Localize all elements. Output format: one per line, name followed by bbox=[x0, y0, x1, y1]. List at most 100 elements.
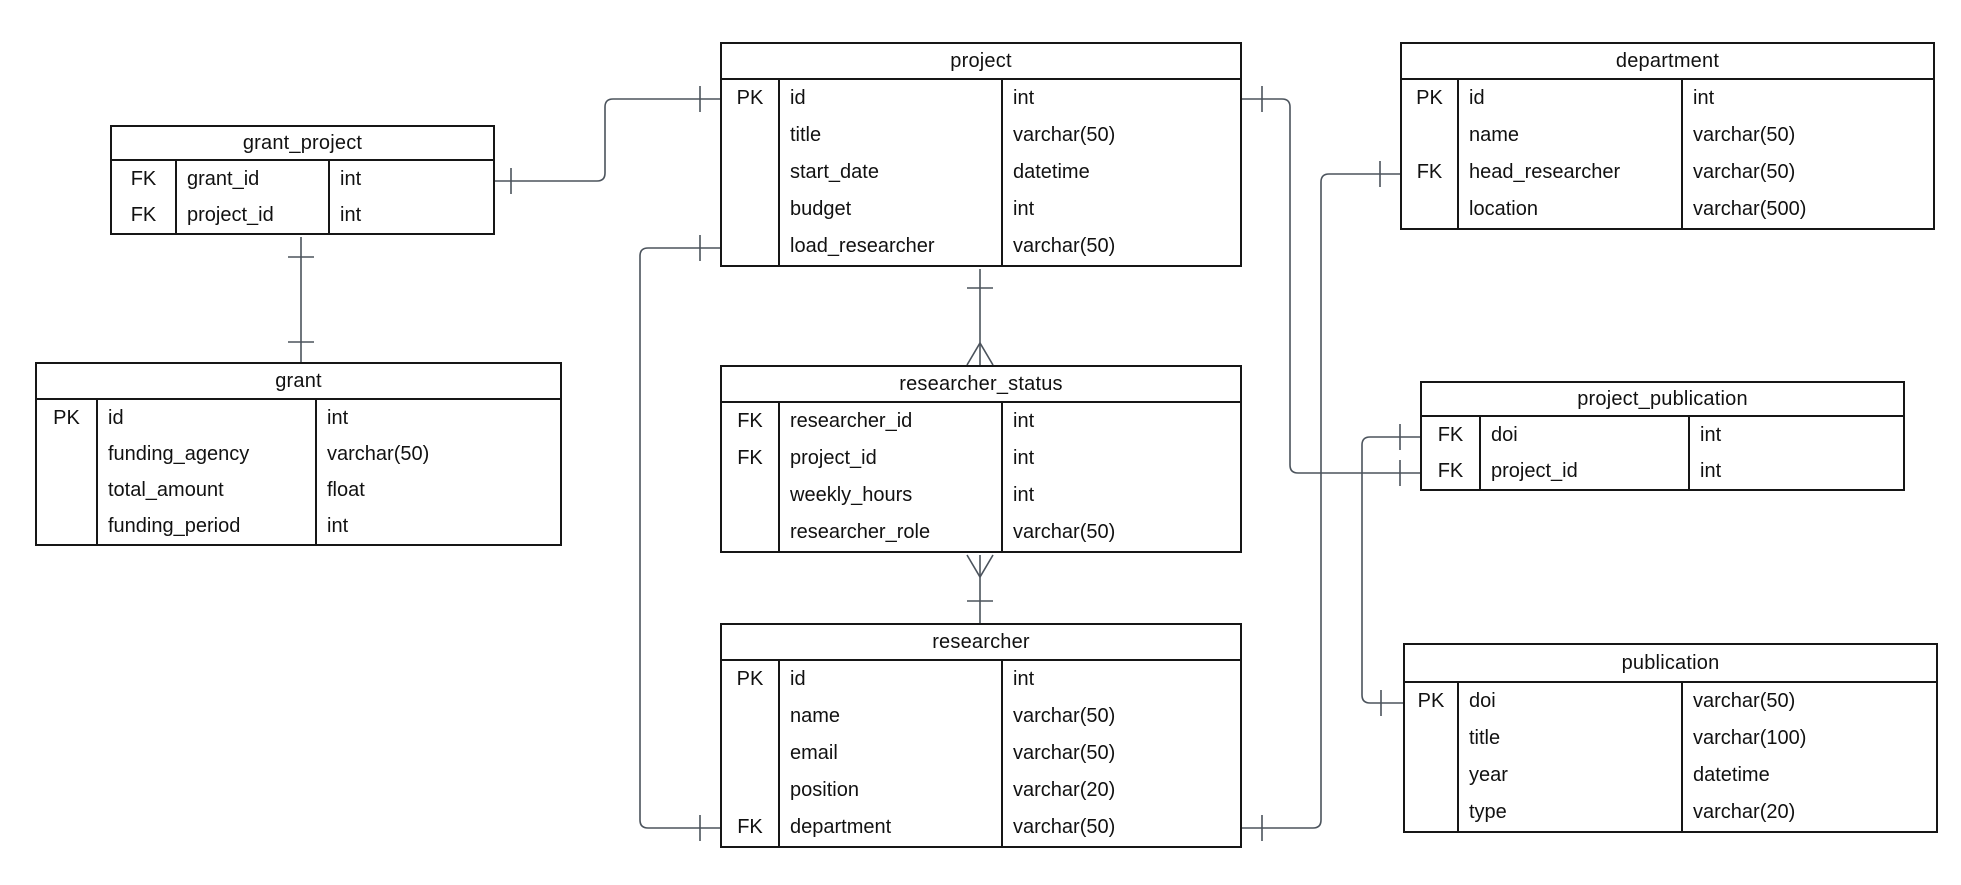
column-name: doi bbox=[1481, 417, 1690, 453]
column-name: funding_agency bbox=[98, 436, 317, 472]
key-badge: FK bbox=[112, 161, 177, 197]
table-row: position varchar(20) bbox=[722, 772, 1240, 809]
column-type: varchar(50) bbox=[1693, 690, 1796, 712]
column-type: varchar(100) bbox=[1693, 727, 1807, 749]
key-badge bbox=[722, 698, 780, 735]
table-title: project_publication bbox=[1422, 383, 1903, 417]
column-type: int bbox=[1013, 410, 1035, 432]
key-badge bbox=[1405, 757, 1459, 794]
column-name: id bbox=[780, 661, 1003, 698]
column-name: name bbox=[1459, 117, 1683, 154]
column-type: int bbox=[327, 514, 349, 537]
column-type: int bbox=[340, 203, 362, 226]
column-type: int bbox=[1013, 198, 1035, 220]
column-type: varchar(50) bbox=[1013, 521, 1116, 543]
key-badge bbox=[722, 735, 780, 772]
key-badge: PK bbox=[1402, 80, 1459, 117]
key-badge bbox=[1402, 117, 1459, 154]
key-badge: FK bbox=[1402, 154, 1459, 191]
key-badge: FK bbox=[722, 403, 780, 440]
relationship-researcher-department bbox=[1242, 161, 1400, 841]
relationship-project-project_publication bbox=[1242, 86, 1420, 486]
relationship-grant_project-project bbox=[495, 86, 720, 194]
table-title: project bbox=[722, 44, 1240, 80]
column-name: id bbox=[98, 400, 317, 436]
column-name: title bbox=[780, 117, 1003, 154]
table-title: grant bbox=[37, 364, 560, 400]
column-type: varchar(20) bbox=[1013, 779, 1116, 801]
key-badge: FK bbox=[722, 809, 780, 846]
column-type: int bbox=[1013, 87, 1035, 109]
connector-line bbox=[1242, 173, 1400, 829]
column-name: project_id bbox=[1481, 453, 1690, 489]
column-type: int bbox=[327, 406, 349, 429]
column-name: location bbox=[1459, 191, 1683, 228]
table-row: title varchar(50) bbox=[722, 117, 1240, 154]
key-badge: FK bbox=[1422, 453, 1481, 489]
column-type: datetime bbox=[1013, 161, 1090, 183]
column-type: varchar(20) bbox=[1693, 801, 1796, 823]
table-row: year datetime bbox=[1405, 757, 1936, 794]
column-name: funding_period bbox=[98, 508, 317, 544]
column-type: int bbox=[340, 167, 362, 190]
column-type: varchar(50) bbox=[1013, 235, 1116, 257]
table-title: researcher_status bbox=[722, 367, 1240, 403]
column-name: start_date bbox=[780, 154, 1003, 191]
table-title: researcher bbox=[722, 625, 1240, 661]
key-badge: FK bbox=[722, 440, 780, 477]
many-cardinality-triangle bbox=[966, 341, 994, 366]
column-type: int bbox=[1693, 87, 1715, 109]
column-name: project_id bbox=[177, 197, 330, 233]
column-type: varchar(50) bbox=[1693, 161, 1796, 183]
column-name: type bbox=[1459, 794, 1683, 831]
key-badge bbox=[722, 772, 780, 809]
key-badge bbox=[1405, 720, 1459, 757]
connector-line bbox=[495, 98, 720, 182]
key-badge: PK bbox=[37, 400, 98, 436]
column-type: datetime bbox=[1693, 764, 1770, 786]
column-name: position bbox=[780, 772, 1003, 809]
column-type: float bbox=[327, 478, 365, 501]
column-type: int bbox=[1013, 447, 1035, 469]
column-type: varchar(50) bbox=[1013, 816, 1116, 838]
column-name: weekly_hours bbox=[780, 477, 1003, 514]
column-name: year bbox=[1459, 757, 1683, 794]
key-badge bbox=[722, 154, 780, 191]
connector-line bbox=[1242, 98, 1420, 474]
column-name: name bbox=[780, 698, 1003, 735]
column-name: project_id bbox=[780, 440, 1003, 477]
table-row: type varchar(20) bbox=[1405, 794, 1936, 831]
column-name: load_researcher bbox=[780, 228, 1003, 265]
column-type: int bbox=[1700, 423, 1722, 446]
column-type: varchar(50) bbox=[1013, 124, 1116, 146]
key-badge bbox=[37, 436, 98, 472]
key-badge: FK bbox=[112, 197, 177, 233]
table-row: start_date datetime bbox=[722, 154, 1240, 191]
key-badge bbox=[722, 191, 780, 228]
table-row: funding_agency varchar(50) bbox=[37, 436, 560, 472]
table-title: publication bbox=[1405, 645, 1936, 683]
connector-line bbox=[639, 247, 720, 829]
column-type: varchar(50) bbox=[327, 442, 430, 465]
relationship-grant_project-grant bbox=[288, 237, 314, 362]
table-row: funding_period int bbox=[37, 508, 560, 544]
column-name: grant_id bbox=[177, 161, 330, 197]
